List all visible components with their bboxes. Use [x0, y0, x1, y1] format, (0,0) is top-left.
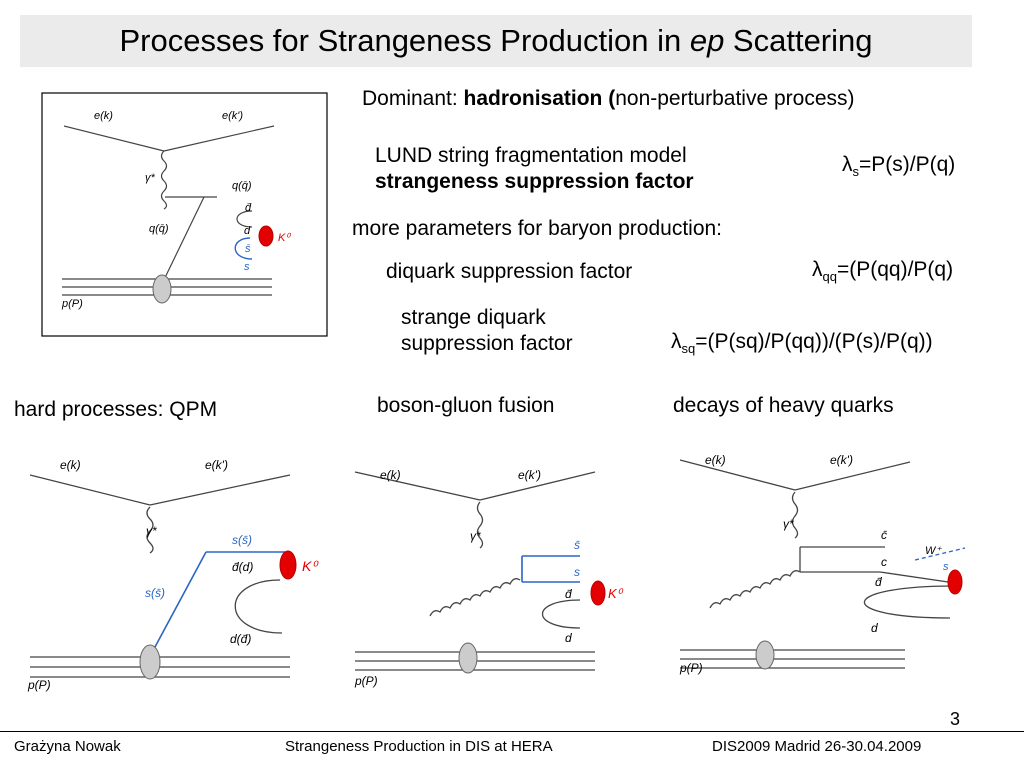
lambda-sq-formula: λsq=(P(sq)/P(qq))/(P(s)/P(q)): [671, 330, 933, 357]
heavy-quark-diagram: e(k) e(k') γ* c̄ c d̄ d W⁺ s p(P): [679, 453, 966, 675]
strange-diquark-label: strange diquark suppression factor: [401, 306, 573, 356]
qpm-diagram: e(k) e(k') γ* s(s̄) s(s̄) d̄(d) d(d̄) K⁰…: [27, 458, 319, 692]
label-c: c: [881, 555, 887, 569]
heading-hard-processes: hard processes: QPM: [14, 398, 218, 421]
label-qqbar: q(q̄): [232, 180, 252, 192]
label-dbar: d̄: [565, 587, 572, 601]
label-qqbar-left: q(q̄): [149, 223, 169, 235]
lambda-qq-formula: λqq=(P(qq)/P(q): [812, 258, 954, 285]
diquark-label: diquark suppression factor: [386, 260, 633, 283]
label-d: d: [871, 621, 878, 635]
heading-heavy-quarks: decays of heavy quarks: [673, 394, 894, 417]
footer-conference: DIS2009 Madrid 26-30.04.2009: [712, 738, 922, 755]
label-gamma: γ*: [783, 517, 794, 531]
label-dbar: d̄: [875, 575, 882, 589]
footer-author: Grażyna Nowak: [14, 738, 121, 755]
bgf-diagram: e(k) e(k') γ* s̄ s d̄ d K⁰ p(P): [354, 468, 624, 688]
label-gamma: γ*: [146, 524, 157, 538]
label-gamma: γ*: [470, 529, 481, 543]
label-ek-prime: e(k'): [830, 453, 853, 467]
label-ek: e(k): [380, 468, 401, 482]
label-k0: K⁰: [302, 558, 319, 574]
slide-title: Processes for Strangeness Production in …: [119, 23, 873, 58]
page-number: 3: [950, 709, 961, 729]
label-d-dbar: d(d̄): [230, 632, 251, 646]
label-k0: K⁰: [608, 586, 624, 601]
dominant-text: Dominant: hadronisation (non-perturbativ…: [362, 87, 855, 110]
label-ek: e(k): [705, 453, 726, 467]
label-ek-prime: e(k'): [222, 110, 243, 122]
label-pP: p(P): [354, 674, 378, 688]
lund-model-text: LUND string fragmentation model strangen…: [375, 144, 694, 194]
label-ek-prime: e(k'): [518, 468, 541, 482]
title-bar: Processes for Strangeness Production in …: [20, 15, 972, 67]
label-w: W⁺: [925, 545, 942, 557]
label-ek-prime: e(k'): [205, 458, 228, 472]
label-d: d: [565, 631, 572, 645]
label-sbar-s: s(s̄): [232, 533, 252, 547]
label-d: d: [244, 225, 251, 237]
label-cbar: c̄: [881, 528, 887, 542]
label-dbar: d̄: [245, 202, 252, 214]
label-sbar: s̄: [574, 538, 580, 552]
label-dbar-d: d̄(d): [232, 560, 253, 574]
label-sbar: s̄: [245, 243, 251, 255]
label-k0: K⁰: [278, 232, 291, 244]
label-s: s: [244, 261, 250, 273]
label-gamma: γ*: [145, 172, 156, 184]
more-params-text: more parameters for baryon production:: [352, 217, 723, 240]
heading-boson-gluon: boson-gluon fusion: [377, 394, 555, 417]
label-sbar-s-left: s(s̄): [145, 586, 165, 600]
label-ek: e(k): [94, 110, 113, 122]
label-pP: p(P): [27, 678, 51, 692]
label-s: s: [943, 561, 949, 573]
label-pP: p(P): [61, 298, 83, 310]
footer-divider: [0, 731, 1024, 732]
footer-talk: Strangeness Production in DIS at HERA: [285, 738, 553, 755]
label-s: s: [574, 565, 580, 579]
label-pP: p(P): [679, 661, 703, 675]
hadronisation-diagram: e(k) e(k') γ* q(q̄) q(q̄) d̄ d s̄ s K⁰ p…: [41, 92, 328, 337]
label-ek: e(k): [60, 458, 81, 472]
lambda-s-formula: λs=P(s)/P(q): [842, 153, 956, 180]
